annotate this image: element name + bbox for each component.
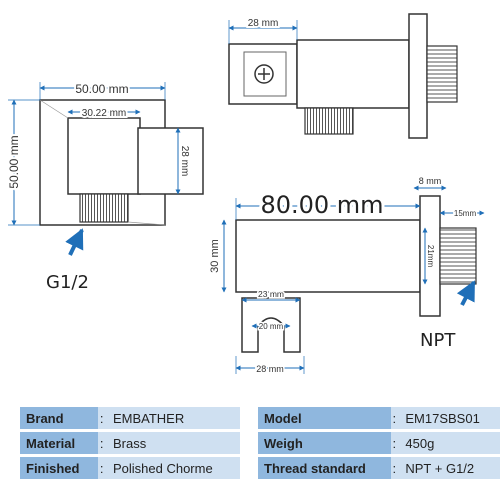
spec-table-left: Brand : EMBATHER Material : Brass Finish… (20, 404, 240, 482)
front-thread (79, 193, 129, 223)
spec-value: Polished Chorme (106, 457, 240, 479)
spec-value: EM17SBS01 (399, 407, 500, 429)
holder-base-label: 28 mm (256, 364, 284, 374)
spec-value: Brass (106, 432, 240, 454)
front-side-block (137, 127, 204, 195)
top-bottom-thread (304, 107, 354, 135)
table-row: Thread standard : NPT + G1/2 (258, 457, 500, 479)
spec-key: Model (258, 407, 391, 429)
side-length-label: 80.00 mm (260, 191, 383, 219)
front-thread-label: G1/2 (46, 272, 89, 293)
table-row: Brand : EMBATHER (20, 407, 240, 429)
holder-view: 23 mm 20 mm 28 mm (235, 288, 305, 376)
top-body (296, 39, 410, 109)
top-thread (426, 45, 458, 103)
front-inner-width-label: 30.22 mm (82, 108, 126, 119)
top-flange (408, 13, 428, 139)
table-row: Model : EM17SBS01 (258, 407, 500, 429)
table-row: Weigh : 450g (258, 432, 500, 454)
spec-value: EMBATHER (106, 407, 240, 429)
top-view: 28 mm (228, 13, 458, 139)
side-thread-label: NPT (420, 330, 456, 351)
front-body (67, 117, 141, 195)
spec-value: 450g (399, 432, 500, 454)
spec-key: Finished (20, 457, 98, 479)
front-view: 50.00 mm 30.22 mm 28 mm 50.00 mm G1/2 (5, 80, 204, 293)
spec-table-right: Model : EM17SBS01 Weigh : 450g Thread st… (258, 404, 500, 482)
table-row: Material : Brass (20, 432, 240, 454)
side-thread-dia-label: 21mm (426, 245, 435, 268)
holder-outer-label: 23 mm (258, 289, 284, 299)
spec-tables: Brand : EMBATHER Material : Brass Finish… (20, 404, 500, 488)
front-height-label: 50.00 mm (7, 135, 21, 188)
table-row: Finished : Polished Chorme (20, 457, 240, 479)
spec-key: Material (20, 432, 98, 454)
front-depth-label: 28 mm (179, 146, 190, 177)
spec-key: Weigh (258, 432, 391, 454)
side-view: 80.00 mm 8 mm 15mm 21mm 30 mm NPT (207, 176, 485, 351)
holder-inner-label: 20 mm (259, 322, 284, 331)
side-height-label: 30 mm (209, 239, 221, 273)
side-thread (439, 227, 477, 285)
side-body (235, 219, 421, 293)
technical-drawing: 50.00 mm 30.22 mm 28 mm 50.00 mm G1/2 28… (5, 13, 485, 376)
front-width-label: 50.00 mm (75, 82, 128, 96)
top-width-label: 28 mm (248, 18, 279, 29)
spec-value: NPT + G1/2 (399, 457, 500, 479)
side-flange-label: 8 mm (419, 176, 442, 186)
spec-key: Brand (20, 407, 98, 429)
spec-key: Thread standard (258, 457, 391, 479)
side-thread-length-label: 15mm (454, 209, 477, 218)
